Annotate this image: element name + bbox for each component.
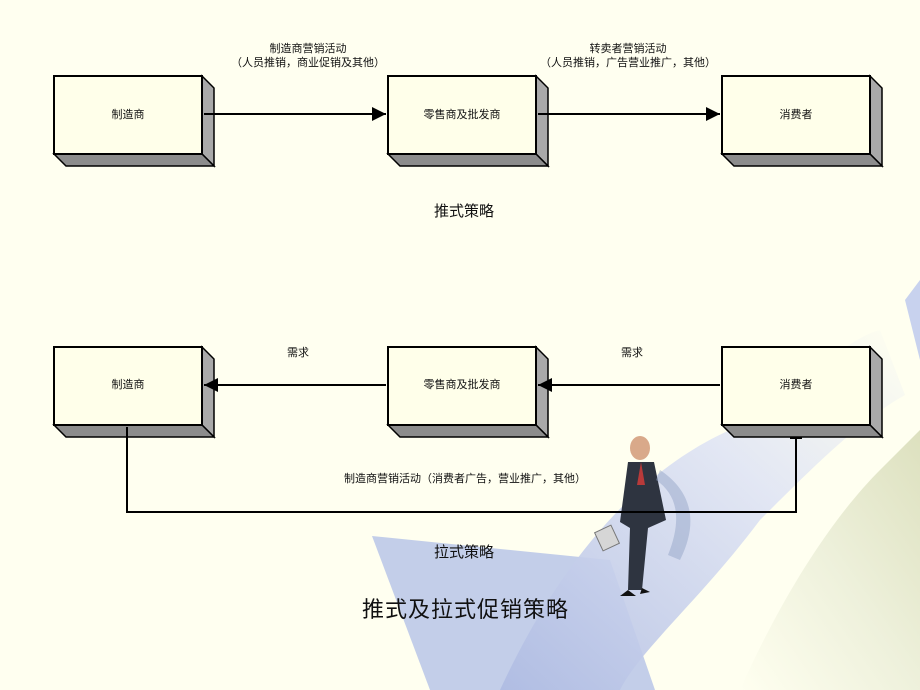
- pull-arrow2-head: [538, 378, 552, 392]
- push-box-manufacturer-bottom: [52, 153, 216, 167]
- push-box-retailer-face: [387, 75, 537, 155]
- push-caption: 推式策略: [434, 202, 495, 220]
- push-arrow1-head: [372, 107, 386, 121]
- decor-yellow-shape: [740, 430, 920, 690]
- page-title: 推式及拉式促销策略: [362, 598, 570, 623]
- pull-box-consumer-face: [721, 346, 871, 426]
- pull-box-consumer-label: 消费者: [779, 378, 813, 391]
- push-box-consumer-side: [869, 74, 883, 168]
- push-arrow2-label-line1: 转卖者营销活动: [589, 42, 667, 55]
- pull-arrow1-label: 需求: [287, 346, 309, 359]
- push-box-manufacturer-label: 制造商: [111, 108, 145, 121]
- push-arrow2-head: [706, 107, 720, 121]
- pull-box-consumer-bottom: [720, 424, 884, 438]
- push-box-manufacturer-side: [201, 74, 215, 168]
- push-box-consumer-label: 消费者: [779, 108, 813, 121]
- push-arrow1-label-line1: 制造商营销活动: [269, 42, 347, 55]
- pull-arrow2-label: 需求: [621, 346, 643, 359]
- push-box-retailer-bottom: [386, 153, 550, 167]
- push-box-manufacturer-face: [53, 75, 203, 155]
- pull-box-manufacturer-face: [53, 346, 203, 426]
- pull-box-manufacturer-label: 制造商: [111, 378, 145, 391]
- push-arrow2-label: 转卖者营销活动 （人员推销，广告营业推广，其他）: [528, 42, 728, 70]
- push-box-consumer-face: [721, 75, 871, 155]
- pull-box-retailer-face: [387, 346, 537, 426]
- push-box-retailer-side: [535, 74, 549, 168]
- push-arrow2-label-line2: （人员推销，广告营业推广，其他）: [540, 56, 716, 69]
- pull-box-manufacturer-side: [201, 345, 215, 439]
- businessman-figure: [593, 436, 691, 596]
- pull-box-retailer-bottom: [386, 424, 550, 438]
- decor-edge-shape: [905, 280, 920, 360]
- pull-box-consumer-side: [869, 345, 883, 439]
- pull-box-manufacturer-bottom: [52, 424, 216, 438]
- push-box-consumer-bottom: [720, 153, 884, 167]
- pull-box-retailer-label: 零售商及批发商: [423, 378, 501, 391]
- pull-bottom-label: 制造商营销活动（消费者广告，营业推广，其他）: [344, 472, 586, 485]
- pull-arrow1-head: [204, 378, 218, 392]
- pull-box-retailer-side: [535, 345, 549, 439]
- pull-feedback-line: [126, 427, 797, 513]
- push-box-retailer-label: 零售商及批发商: [423, 108, 501, 121]
- push-arrow1-label: 制造商营销活动 （人员推销，商业促销及其他）: [208, 42, 408, 70]
- push-arrow1-label-line2: （人员推销，商业促销及其他）: [231, 56, 385, 69]
- pull-caption: 拉式策略: [434, 543, 495, 561]
